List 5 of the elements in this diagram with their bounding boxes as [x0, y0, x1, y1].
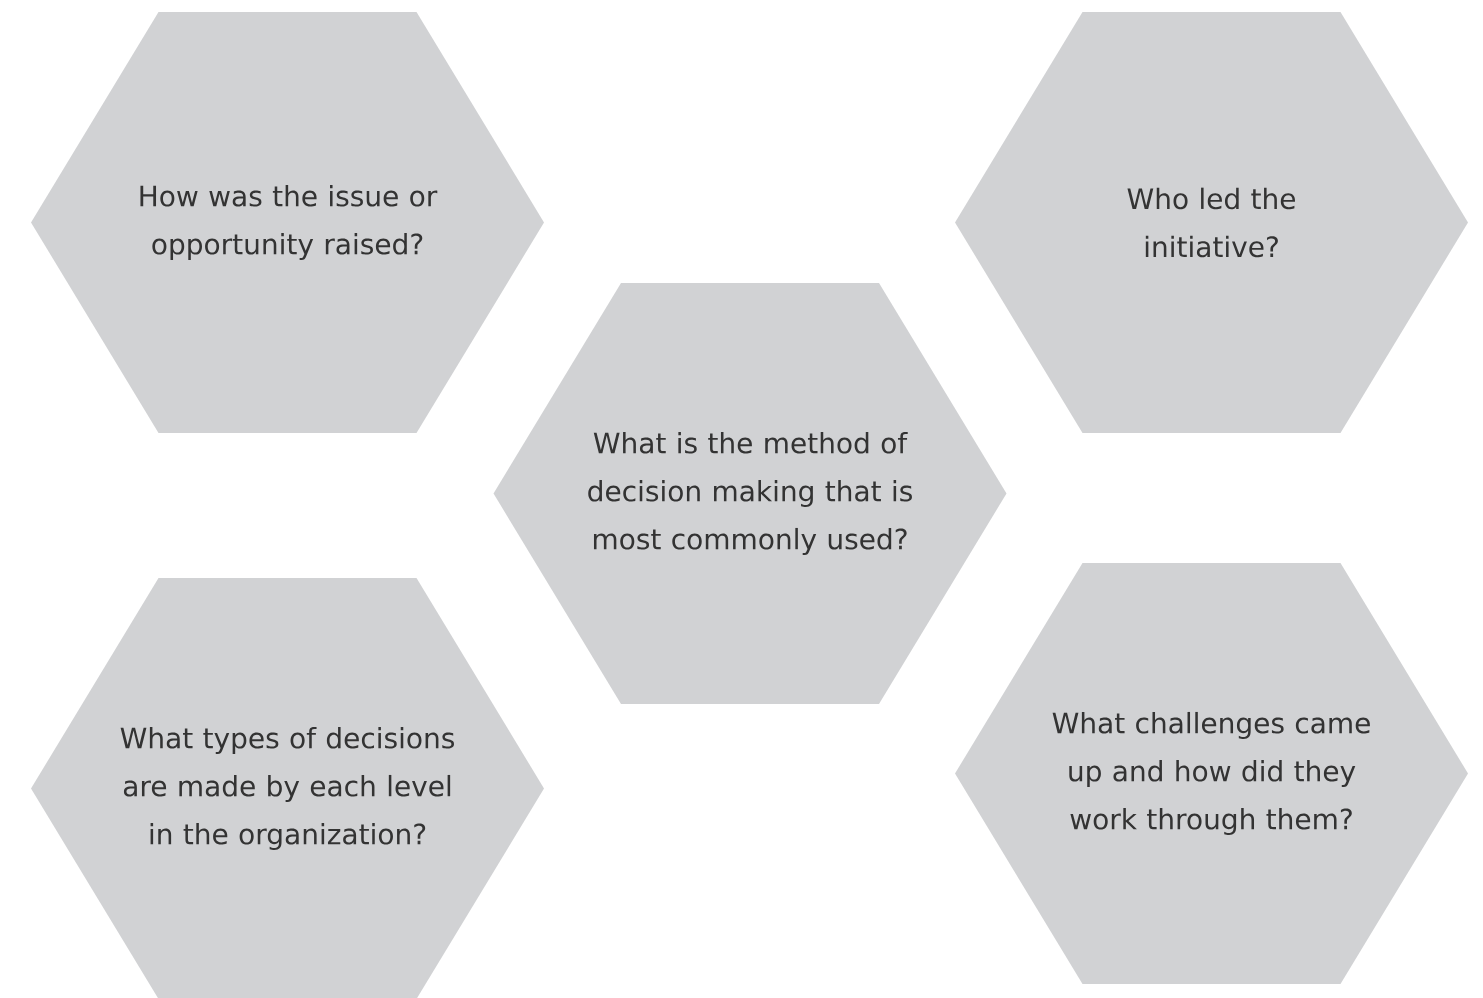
hexagon: What challenges came up and how did they work through them? [955, 563, 1468, 984]
hexagon: Who led the initiative? [955, 12, 1468, 433]
hexagon: What types of decisions are made by each level in the organization? [31, 578, 544, 998]
hexagon: How was the issue or opportunity raised? [31, 12, 544, 433]
hexagon: What is the method of decision making that is most commonly used? [493, 283, 1007, 704]
